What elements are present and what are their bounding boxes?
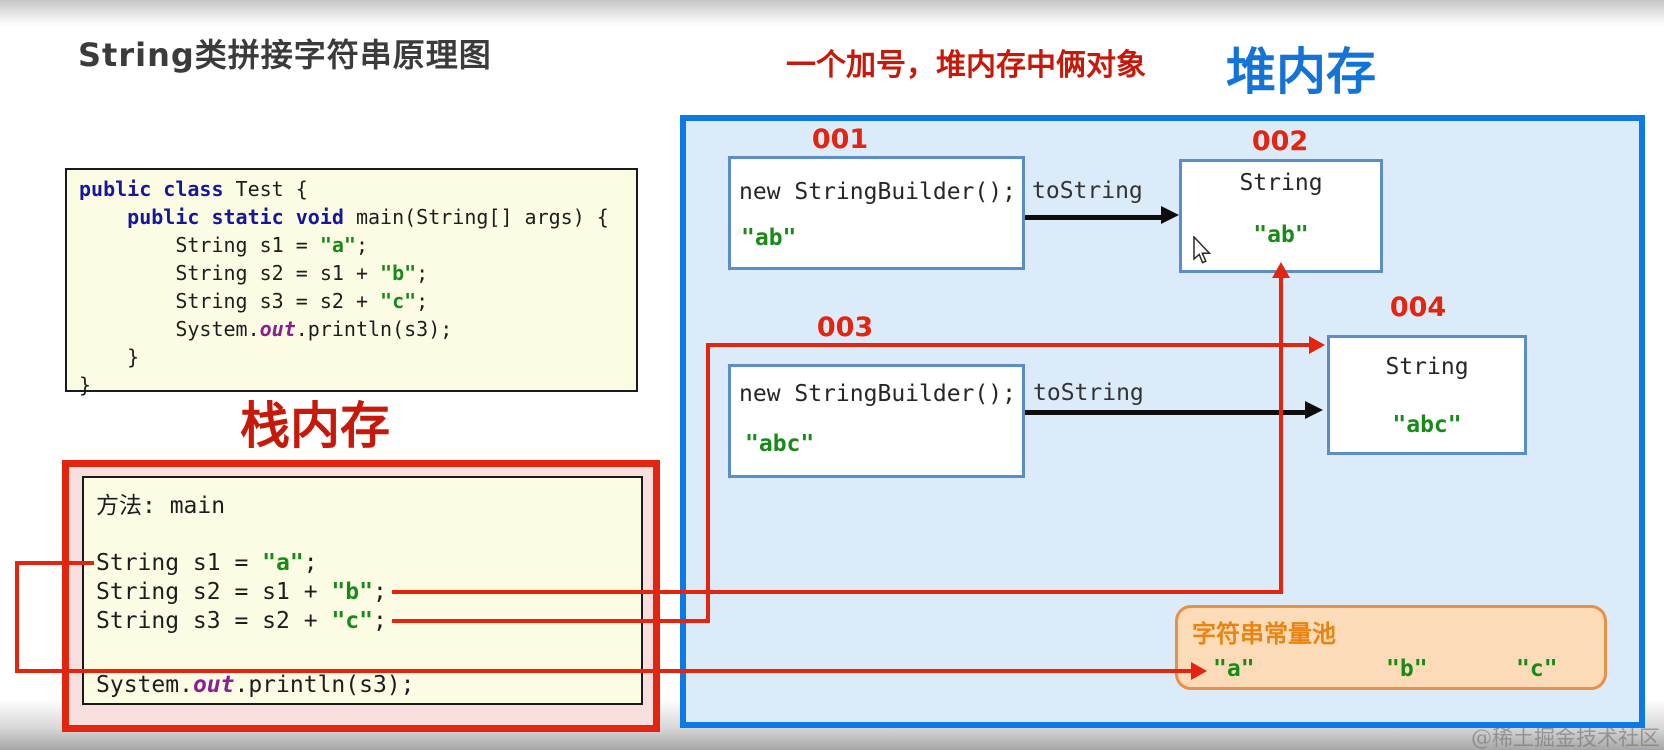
pool-literal-c: "c" — [1516, 656, 1558, 682]
pointer-s1-arrowhead — [1191, 662, 1207, 680]
object-002-type: String — [1239, 170, 1323, 196]
pointer-s1-segment-2 — [15, 561, 19, 673]
stack-memory-title: 栈内存 — [240, 397, 390, 455]
address-label-002: 002 — [1251, 126, 1309, 157]
address-label-004: 004 — [1389, 292, 1447, 323]
heap-memory-title: 堆内存 — [1226, 43, 1376, 101]
string-pool-title: 字符串常量池 — [1192, 620, 1336, 648]
stack-frame: 方法: main String s1 = "a"; String s2 = s1… — [82, 476, 643, 705]
object-box-004: String "abc" — [1327, 335, 1527, 455]
stack-line-s2: String s2 = s1 + "b"; — [96, 579, 387, 605]
stack-line-println: System.out.println(s3); — [96, 672, 415, 698]
annotation-title: 一个加号，堆内存中俩对象 — [786, 48, 1146, 83]
pointer-s1-segment-3 — [15, 669, 1193, 673]
pointer-s3-segment-2 — [706, 343, 710, 623]
object-001-type: new StringBuilder(); — [739, 179, 1016, 205]
pointer-s3-segment-1 — [392, 619, 710, 623]
tostring-arrow-2-head — [1305, 401, 1323, 419]
tostring-arrow-2-line — [1025, 410, 1307, 415]
watermark: @稀土掘金技术社区 — [1471, 726, 1660, 750]
page-title: String类拼接字符串原理图 — [78, 36, 492, 74]
object-003-type: new StringBuilder(); — [739, 381, 1016, 407]
object-003-value: "abc" — [745, 431, 815, 457]
tostring-label-2: toString — [1033, 380, 1144, 406]
string-pool: 字符串常量池 "a" "b" "c" — [1175, 605, 1607, 690]
pointer-s2-segment-2 — [1279, 277, 1283, 594]
object-002-value: "ab" — [1253, 222, 1309, 248]
tostring-arrow-1-head — [1161, 206, 1179, 224]
pointer-s2-arrowhead — [1272, 262, 1290, 278]
tostring-arrow-1-line — [1025, 215, 1163, 220]
stack-line-s1: String s1 = "a"; — [96, 550, 318, 576]
mouse-cursor-icon — [1193, 236, 1212, 264]
code-snippet: public class Test { public static void m… — [65, 168, 638, 397]
object-box-001: new StringBuilder(); "ab" — [728, 156, 1025, 270]
address-label-001: 001 — [811, 124, 869, 155]
pointer-s1-segment-1 — [15, 561, 94, 565]
pool-literal-b: "b" — [1386, 656, 1428, 682]
stack-line-s3: String s3 = s2 + "c"; — [96, 608, 387, 634]
pointer-s3-arrowhead — [1309, 336, 1325, 354]
stack-method-label: 方法: main — [96, 493, 226, 519]
object-004-value: "abc" — [1392, 412, 1462, 438]
pointer-s3-segment-3 — [706, 343, 1309, 347]
object-box-003: new StringBuilder(); "abc" — [728, 364, 1025, 478]
top-gradient-band — [0, 0, 1664, 26]
pool-literal-a: "a" — [1213, 656, 1255, 682]
object-004-type: String — [1385, 354, 1469, 380]
pointer-s2-segment-1 — [392, 590, 1283, 594]
tostring-label-1: toString — [1032, 178, 1143, 204]
object-001-value: "ab" — [741, 225, 797, 251]
address-label-003: 003 — [816, 312, 874, 343]
